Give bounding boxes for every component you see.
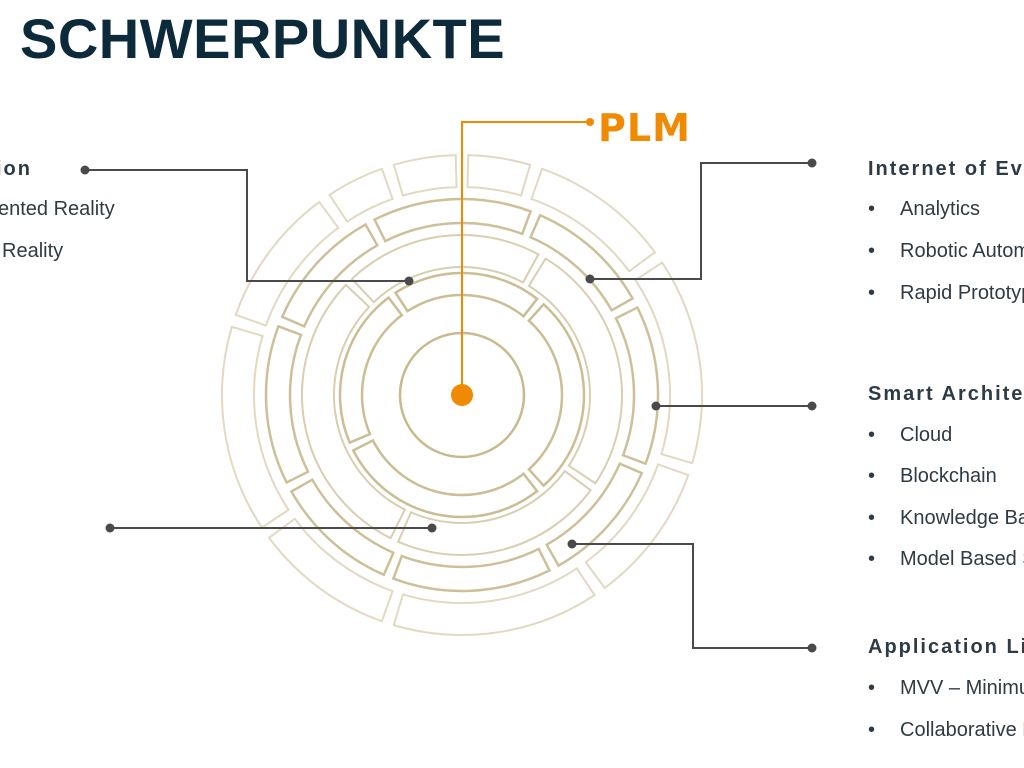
ring-segment [351,438,539,519]
left-group-item: ented Reality [0,198,115,220]
right-group-title-application: Application Li [868,636,1024,658]
connector-dots [80,118,817,653]
connector-line [590,162,812,280]
connector-dot [567,539,577,549]
list-item: Rapid Prototyp [900,282,1024,304]
page-title: SCHWERPUNKTE [20,7,506,70]
right-group-title-internet: Internet of Eve [868,158,1024,180]
connector-dot [585,274,595,284]
ring-segment [338,295,404,445]
connector-dot [427,523,437,533]
ring-segment [528,213,635,313]
ring-segment [328,167,394,223]
connector-dot [105,523,115,533]
ring-segment [544,461,644,568]
ring-segment [396,469,593,556]
ring-segment [234,200,340,327]
ring-segment [350,234,540,304]
list-item: Cloud [900,424,953,446]
ring-segment [264,324,310,485]
left-group-title: ion [0,158,32,180]
bullet-icon: • [868,424,876,446]
ring-segment [289,477,396,577]
ring-segment [584,463,690,590]
list-item: Collaborative P [900,719,1024,741]
connector-dot [651,401,661,411]
ring-segment [392,567,596,636]
ring-segment [391,547,552,593]
bullet-icon: • [868,465,876,487]
plm-label: PLM [598,106,691,150]
connector-lines [85,121,812,649]
ring-segment [634,261,703,465]
bullet-icon: • [868,719,876,741]
bullet-icon: • [868,677,876,699]
concentric-rings [221,154,703,636]
ring-segment [280,222,380,329]
list-item: Knowledge Bas [900,507,1024,529]
ring-segment [221,325,290,529]
list-item: Analytics [900,198,981,220]
connector-dot [807,401,817,411]
ring-segment [530,167,657,273]
ring-segment [301,283,407,540]
ring-segment [393,271,539,318]
bullet-icon: • [868,198,876,220]
list-item: MVV – Minimu [900,677,1024,699]
ring-segment [466,154,532,197]
right-group-title-smart: Smart Architec [868,383,1024,405]
connector-dot [807,643,817,653]
bullet-icon: • [868,548,876,570]
ring-segment [527,257,623,485]
left-group-item: Reality [2,240,64,262]
list-item: Robotic Automa [900,240,1024,262]
ring-segment [372,197,533,243]
ring-segment [614,305,660,466]
ring-segment [392,154,458,197]
list-item: Blockchain [900,465,997,487]
plm-connector-dot [586,118,594,126]
connector-dot [80,165,90,175]
bullet-icon: • [868,507,876,529]
connector-dot [404,276,414,286]
connector-dot [807,158,817,168]
list-item: Model Based S [900,548,1024,570]
plm-connector-line [461,121,590,395]
ring-segment [527,302,586,488]
plm-center-dot [451,384,473,406]
bullet-icon: • [868,240,876,262]
connector-line [572,543,812,649]
connector-line [85,169,409,282]
bullet-icon: • [868,282,876,304]
